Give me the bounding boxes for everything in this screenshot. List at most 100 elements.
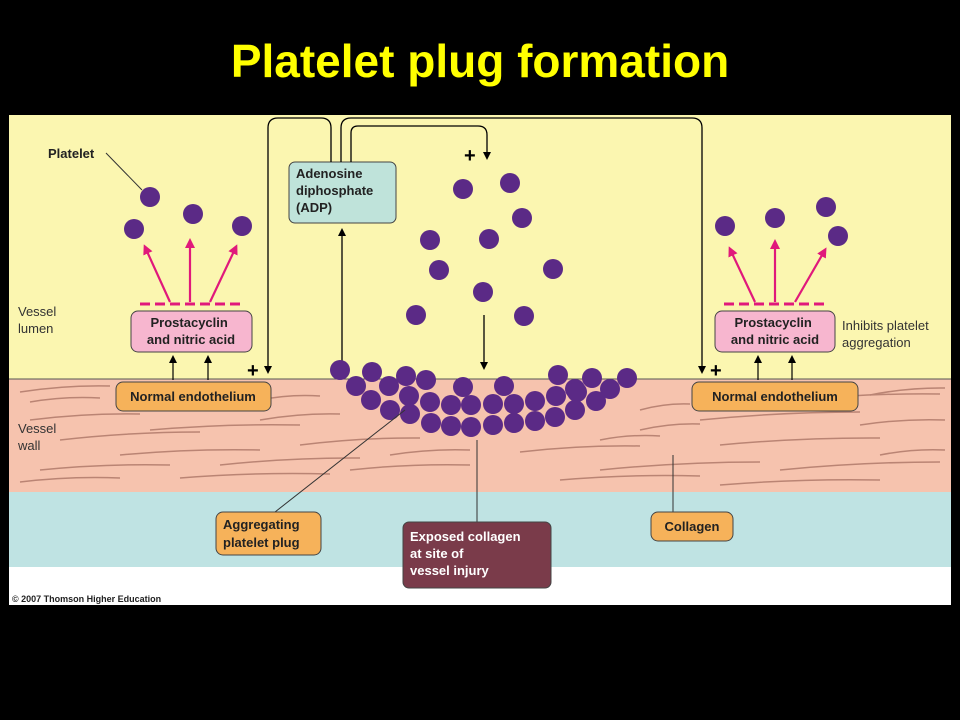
platelet: [543, 259, 563, 279]
aggregating-plug-box: [215, 511, 322, 556]
platelet: [582, 368, 602, 388]
collagen-fiber: [599, 461, 761, 471]
platelet: [617, 368, 637, 388]
platelet: [494, 376, 514, 396]
platelet: [473, 282, 493, 302]
platelet: [361, 390, 381, 410]
collagen-fiber: [869, 387, 946, 396]
collagen-fiber: [389, 448, 471, 456]
exposed-collagen-box: [402, 521, 552, 589]
plus-left: +: [247, 360, 259, 382]
left-prostacyclin-label: Prostacyclin and nitric acid: [147, 315, 235, 347]
platelet: [483, 394, 503, 414]
right-release-arrows: [728, 239, 827, 303]
collagen-fiber: [779, 461, 941, 471]
inhibits-label: Inhibits platelet aggregation: [842, 318, 932, 350]
left-prostacyclin-box: [130, 310, 253, 353]
platelet: [420, 392, 440, 412]
platelet: [525, 391, 545, 411]
collagen-fiber: [719, 478, 881, 486]
platelet: [183, 204, 203, 224]
platelet: [479, 229, 499, 249]
collagen-fiber: [349, 463, 471, 471]
label-leader-lines: [274, 409, 674, 522]
collagen-fiber: [19, 476, 121, 483]
collagen-box: [650, 511, 734, 542]
platelet: [525, 411, 545, 431]
collagen-fiber: [879, 448, 946, 456]
right-endothelium-label: Normal endothelium: [712, 389, 838, 404]
platelet-label: Platelet: [48, 146, 95, 161]
collagen-fiber: [179, 472, 331, 479]
platelet: [420, 230, 440, 250]
platelet: [330, 360, 350, 380]
platelet-leader-line: [105, 152, 143, 191]
collagen-fiber: [19, 385, 111, 393]
collagen-fiber: [639, 423, 701, 431]
collagen-fiber: [639, 403, 691, 411]
collagen-fiber: [859, 418, 946, 426]
left-endothelium-label: Normal endothelium: [130, 389, 256, 404]
platelet: [600, 379, 620, 399]
right-prostacyclin-box: [714, 310, 836, 353]
platelet: [816, 197, 836, 217]
platelet: [565, 400, 585, 420]
platelet: [504, 394, 524, 414]
platelet: [362, 362, 382, 382]
platelet: [441, 416, 461, 436]
adp-box: [288, 161, 397, 224]
platelet: [567, 382, 587, 402]
collagen-fiber: [29, 413, 141, 421]
right-prostacyclin-label: Prostacyclin and nitric acid: [731, 315, 819, 347]
platelet: [483, 415, 503, 435]
platelet: [379, 376, 399, 396]
collagen-fiber: [29, 396, 101, 403]
platelet: [232, 216, 252, 236]
left-release-arrows: [143, 238, 238, 303]
endothelium-to-prostacyclin-arrows: [169, 355, 796, 380]
page-title: Platelet plug formation: [230, 35, 730, 87]
collagen-label: Collagen: [665, 519, 720, 534]
platelets: [124, 173, 848, 437]
adp-label: Adenosine diphosphate (ADP): [296, 166, 377, 215]
platelet: [545, 407, 565, 427]
aggregating-plug-label: Aggregating platelet plug: [223, 517, 303, 550]
copyright-text: © 2007 Thomson Higher Education: [12, 594, 161, 604]
platelet: [715, 216, 735, 236]
collagen-fiber: [519, 445, 641, 453]
collagen-fiber: [719, 437, 881, 446]
platelet: [500, 173, 520, 193]
platelet: [504, 413, 524, 433]
platelet: [453, 377, 473, 397]
platelet: [429, 260, 449, 280]
platelet: [461, 417, 481, 437]
platelet: [140, 187, 160, 207]
exposed-collagen-label: Exposed collagen at site of vessel injur…: [410, 529, 524, 578]
platelet: [124, 219, 144, 239]
collagen-fiber: [59, 431, 201, 441]
platelet: [396, 366, 416, 386]
platelet: [765, 208, 785, 228]
right-endothelium-box: [691, 381, 859, 412]
collagen-fiber: [259, 413, 341, 421]
platelet: [548, 365, 568, 385]
left-endothelium-box: [115, 381, 272, 412]
collagen-fiber: [39, 463, 171, 471]
plus-right: +: [710, 360, 722, 382]
collagen-fiber: [299, 437, 421, 446]
platelet: [399, 386, 419, 406]
platelet: [512, 208, 532, 228]
platelet: [400, 404, 420, 424]
platelet: [441, 395, 461, 415]
platelet: [514, 306, 534, 326]
collagen-fiber: [599, 434, 661, 441]
collagen-fiber: [119, 448, 261, 456]
vessel-lumen-label: Vessel lumen: [18, 304, 60, 336]
collagen-fiber: [149, 423, 301, 431]
platelet: [461, 395, 481, 415]
adp-feedback-lines: [264, 117, 706, 374]
collagen-fiber: [559, 474, 701, 481]
platelet: [416, 370, 436, 390]
platelet: [406, 305, 426, 325]
platelet: [546, 386, 566, 406]
